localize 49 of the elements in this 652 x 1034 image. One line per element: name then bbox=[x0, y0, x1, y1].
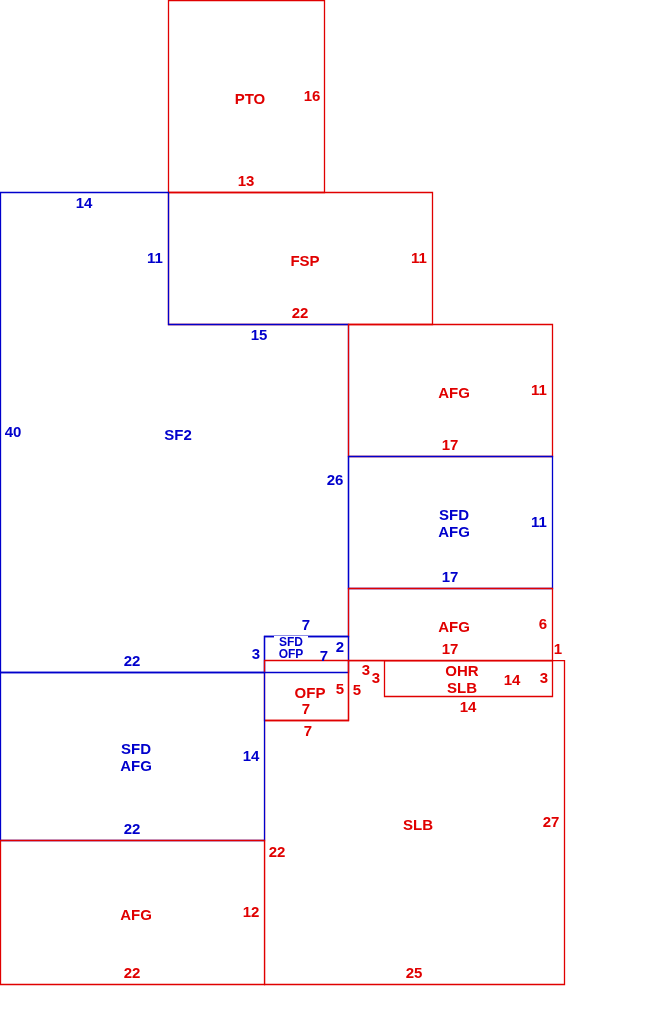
dimension-label: 12 bbox=[242, 902, 260, 920]
area-code: SFD OFP bbox=[274, 636, 308, 660]
dimension-label: 22 bbox=[123, 963, 141, 981]
dimension-label: 17 bbox=[441, 567, 459, 585]
dimension-label: 5 bbox=[335, 679, 345, 697]
dimension-label: 22 bbox=[291, 303, 309, 321]
dimension-label: 6 bbox=[538, 614, 548, 632]
dimension-label: 3 bbox=[371, 668, 381, 686]
dimension-label: 17 bbox=[441, 639, 459, 657]
dimension-label: 7 bbox=[301, 615, 311, 633]
dimension-label: 26 bbox=[326, 470, 344, 488]
dimension-label: 1 bbox=[553, 639, 563, 657]
area-code: OHR SLB bbox=[444, 662, 480, 696]
dimension-label: 27 bbox=[542, 812, 560, 830]
area-code: PTO bbox=[234, 89, 266, 107]
dimension-label: 7 bbox=[303, 721, 313, 739]
dimension-label: 22 bbox=[268, 842, 286, 860]
area-code: SLB bbox=[403, 815, 433, 833]
dimension-label: 22 bbox=[123, 819, 141, 837]
dimension-label: 14 bbox=[242, 746, 260, 764]
dimension-label: 11 bbox=[531, 380, 547, 398]
dimension-label: 16 bbox=[303, 86, 321, 104]
area-code: AFG bbox=[438, 383, 470, 401]
dimension-label: 25 bbox=[405, 963, 423, 981]
dimension-label: 2 bbox=[335, 637, 345, 655]
dimension-label: 14 bbox=[459, 697, 477, 715]
area-code: SF2 bbox=[164, 425, 192, 443]
area-code: AFG bbox=[438, 617, 470, 635]
dimension-label: 11 bbox=[411, 248, 427, 266]
dimension-label: 13 bbox=[237, 171, 255, 189]
dimension-label: 3 bbox=[539, 668, 549, 686]
area-code: AFG bbox=[120, 905, 152, 923]
area-code: FSP bbox=[290, 251, 320, 269]
dimension-label: 14 bbox=[503, 670, 521, 688]
dimension-label: 14 bbox=[75, 193, 93, 211]
dimension-label: 7 bbox=[319, 646, 329, 664]
dimension-label: 5 bbox=[352, 680, 362, 698]
area-code: SFD AFG bbox=[437, 506, 471, 540]
dimension-label: 3 bbox=[361, 660, 371, 678]
dimension-label: 3 bbox=[251, 644, 261, 662]
dimension-label: 11 bbox=[147, 248, 163, 266]
area-code: OFP bbox=[294, 683, 326, 701]
dimension-label: 22 bbox=[123, 651, 141, 669]
dimension-label: 40 bbox=[4, 422, 22, 440]
dimension-label: 11 bbox=[531, 512, 547, 530]
dimension-label: 7 bbox=[301, 699, 311, 717]
area-code: SFD AFG bbox=[119, 740, 153, 774]
dimension-label: 17 bbox=[441, 435, 459, 453]
dimension-label: 15 bbox=[250, 325, 268, 343]
